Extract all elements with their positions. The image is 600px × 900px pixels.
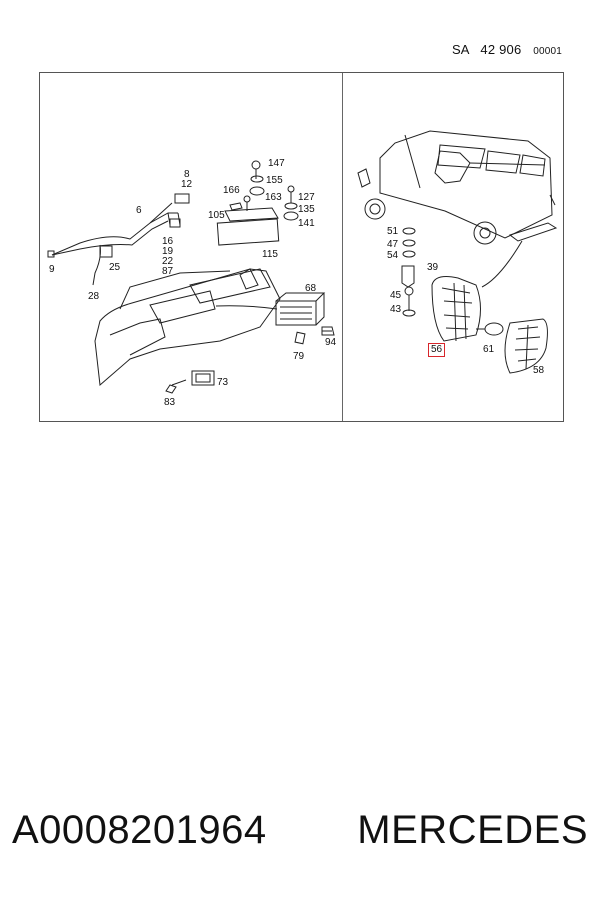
brand-name: MERCEDES <box>357 808 588 852</box>
side-marker-lamp-illustration <box>401 227 548 374</box>
callout-6: 6 <box>136 205 142 216</box>
drawing-number: 42 906 <box>480 42 522 57</box>
callout-127: 127 <box>298 192 315 203</box>
callout-94: 94 <box>325 337 337 348</box>
callout-54: 54 <box>387 250 399 261</box>
callout-87: 87 <box>162 266 174 277</box>
callout-43: 43 <box>390 304 402 315</box>
callout-19: 19 <box>162 246 174 257</box>
callout-22: 22 <box>162 256 174 267</box>
callout-8: 8 <box>184 169 190 180</box>
callout-68: 68 <box>305 283 317 294</box>
callout-166: 166 <box>223 185 240 196</box>
wiring-harness-illustration <box>47 193 190 286</box>
callout-45: 45 <box>390 290 402 301</box>
parts-diagram: 147 155 166 163 127 105 135 141 115 8 12… <box>39 72 564 422</box>
callout-73: 73 <box>217 377 229 388</box>
callout-115: 115 <box>262 249 278 260</box>
callout-155: 155 <box>266 175 283 186</box>
callout-16: 16 <box>162 236 174 247</box>
callout-83: 83 <box>164 397 176 408</box>
drawing-code: SA <box>451 42 469 57</box>
callout-56-highlighted: 56 <box>428 343 446 357</box>
callout-51: 51 <box>387 226 399 237</box>
part-number: A0008201964 <box>12 808 267 852</box>
callout-58: 58 <box>533 365 545 376</box>
callout-105: 105 <box>208 210 225 221</box>
callout-135: 135 <box>298 204 315 215</box>
diagram-artwork <box>47 130 558 394</box>
callout-163: 163 <box>265 192 282 203</box>
callout-47: 47 <box>387 239 399 250</box>
callout-61: 61 <box>483 344 495 355</box>
callout-12: 12 <box>181 179 193 190</box>
callout-141: 141 <box>298 218 315 229</box>
interior-lamp-illustration <box>216 160 299 246</box>
callout-39: 39 <box>427 262 439 273</box>
callout-28: 28 <box>88 291 100 302</box>
callout-9: 9 <box>49 264 55 275</box>
callout-79: 79 <box>293 351 305 362</box>
panel-divider <box>342 73 343 421</box>
callout-25: 25 <box>109 262 121 273</box>
dashboard-illustration <box>94 268 335 394</box>
drawing-reference: SA 42 906 00001 <box>452 42 562 57</box>
callout-147: 147 <box>268 158 285 169</box>
van-illustration <box>357 130 558 288</box>
drawing-suffix: 00001 <box>533 46 562 57</box>
